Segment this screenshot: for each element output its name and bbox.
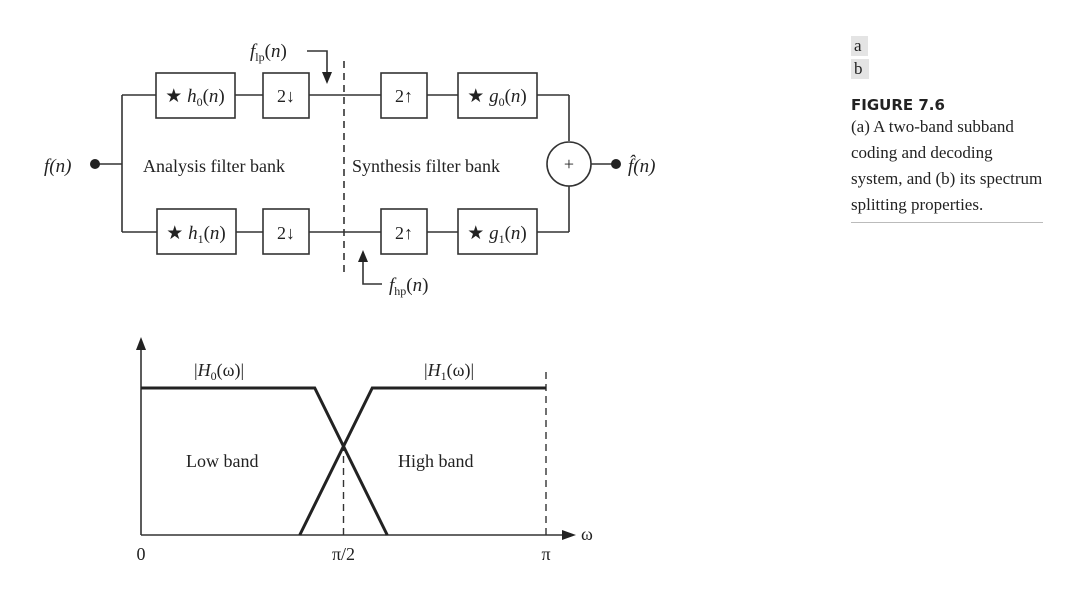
figure-title: FIGURE 7.6 — [851, 96, 945, 114]
x-tick-label: 0 — [137, 544, 146, 564]
figure-caption: a b FIGURE 7.6 (a) A two-band subband co… — [851, 36, 1051, 223]
output-label: f̂(n) — [628, 155, 655, 177]
h1-magnitude-label: |H1(ω)| — [424, 360, 474, 383]
caption-text: (a) A two-band subband coding and decodi… — [851, 117, 1043, 214]
x-tick-label: π — [541, 544, 550, 564]
h0-magnitude-label: |H0(ω)| — [194, 360, 244, 383]
g1-label: ★ g1(n) — [467, 223, 526, 246]
x-axis-arrowhead — [562, 530, 576, 540]
downsample-bottom-label: 2↓ — [277, 223, 295, 243]
flp-label: flp(n) — [250, 41, 287, 64]
analysis-label: Analysis filter bank — [143, 156, 285, 176]
g0-label: ★ g0(n) — [467, 86, 526, 109]
upsample-bottom-label: 2↑ — [395, 223, 413, 243]
series-h0-line — [141, 386, 389, 536]
panel-label-b: b — [851, 59, 869, 79]
caption-divider — [851, 222, 1043, 223]
y-axis-arrowhead — [136, 337, 146, 350]
arrowhead — [322, 72, 332, 84]
synthesis-label: Synthesis filter bank — [352, 156, 500, 176]
low-band-label: Low band — [186, 451, 258, 471]
h0-label: ★ h0(n) — [165, 86, 224, 109]
h1-label: ★ h1(n) — [166, 223, 225, 246]
arrowhead — [358, 250, 368, 262]
spectrum-plot: ω 0 π/2 π Low band High band |H0(ω)| |H1(ω… — [136, 337, 593, 564]
downsample-top-label: 2↓ — [277, 86, 295, 106]
x-axis-label: ω — [581, 524, 593, 544]
output-node — [611, 159, 621, 169]
input-label: f(n) — [44, 156, 71, 177]
fhp-label: fhp(n) — [389, 275, 428, 298]
input-node — [90, 159, 100, 169]
fhp-pointer — [362, 258, 382, 285]
series-h1-line — [298, 386, 546, 536]
panel-label-a: a — [851, 36, 868, 56]
flp-pointer — [307, 50, 328, 76]
summer-plus: + — [564, 154, 574, 174]
upsample-top-label: 2↑ — [395, 86, 413, 106]
high-band-label: High band — [398, 451, 474, 471]
x-tick-label: π/2 — [332, 544, 355, 564]
